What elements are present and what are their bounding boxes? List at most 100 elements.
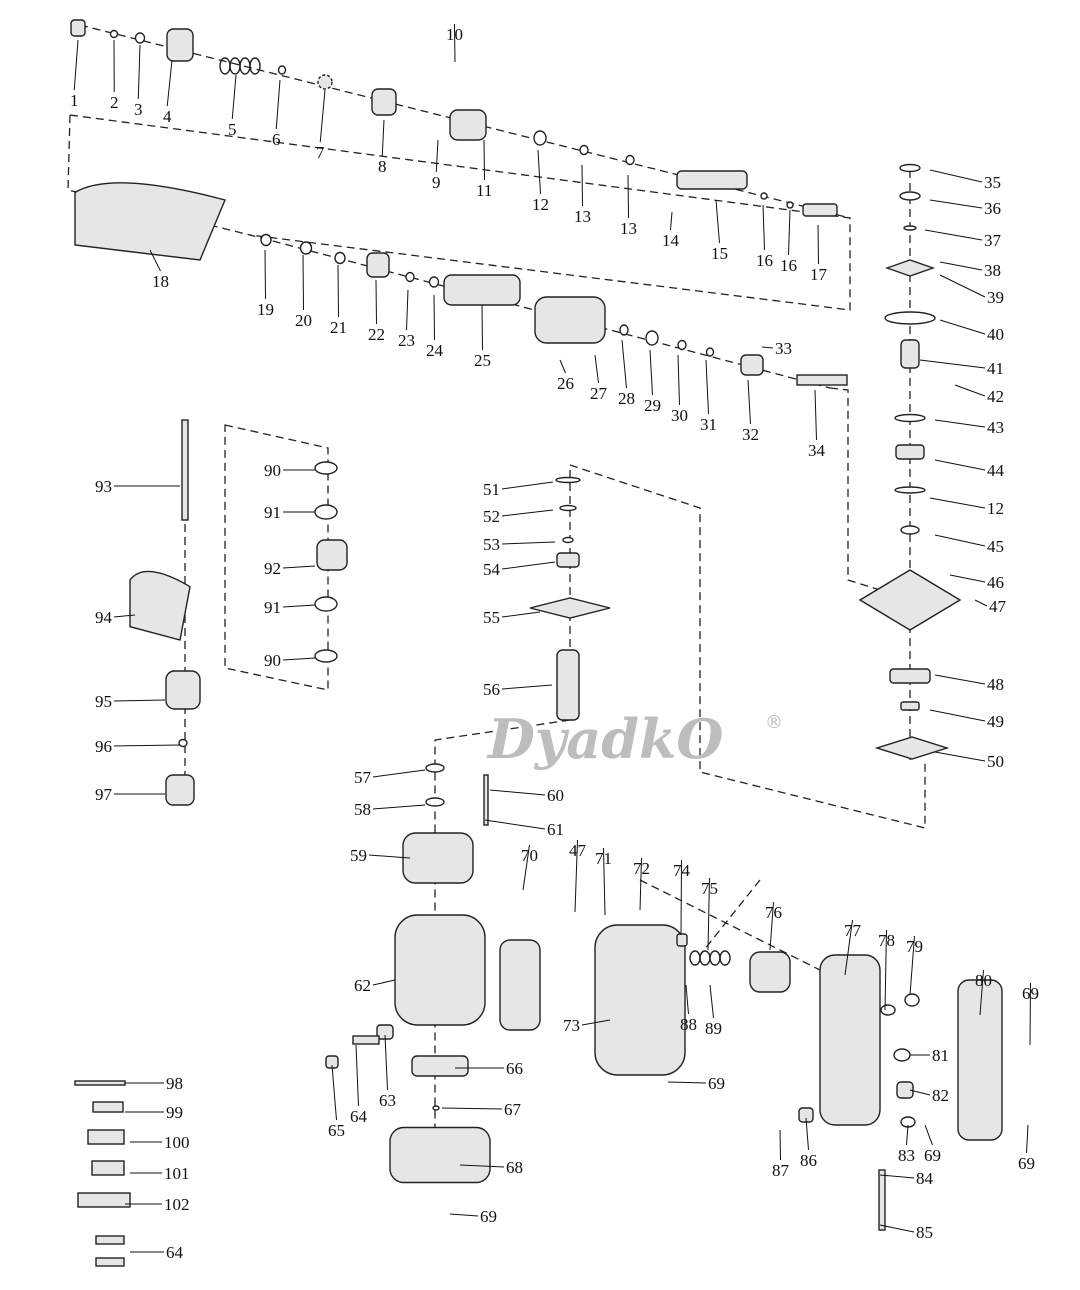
leader-line: [384, 1034, 388, 1091]
part-label-94: 94: [95, 608, 113, 627]
part-label-54: 54: [483, 560, 501, 579]
part-label-97: 97: [95, 785, 113, 804]
part-shape: [181, 419, 189, 521]
part-label-23: 23: [398, 331, 415, 350]
part-shape: [676, 933, 688, 947]
spring-coil: [719, 950, 731, 966]
part-shape: [676, 170, 748, 190]
part-shape: [74, 1080, 126, 1086]
leader-line: [603, 847, 606, 916]
leader-line: [149, 249, 161, 272]
leader-line: [302, 254, 304, 311]
leader-line: [331, 1064, 337, 1121]
part-label-71: 71: [595, 849, 612, 868]
leader-line: [715, 199, 720, 244]
leader-line: [113, 699, 166, 702]
leader-line: [670, 211, 673, 231]
leader-line: [501, 541, 556, 545]
leader-line: [649, 349, 653, 396]
part-shape: [884, 311, 936, 325]
part-label-90: 90: [264, 651, 281, 670]
part-label-28: 28: [618, 389, 635, 408]
leader-line: [381, 119, 385, 157]
leader-line: [906, 1124, 909, 1146]
spring-coil: [219, 57, 231, 75]
leader-line: [929, 709, 986, 722]
part-label-24: 24: [426, 341, 444, 360]
leader-line: [481, 304, 483, 351]
part-shape: [904, 993, 920, 1007]
leader-line: [934, 419, 986, 428]
leader-line: [934, 534, 986, 547]
part-label-18: 18: [152, 272, 169, 291]
part-label-36: 36: [984, 199, 1001, 218]
spring-coil: [229, 57, 241, 75]
part-label-81: 81: [932, 1046, 949, 1065]
part-shape: [786, 201, 794, 209]
part-shape: [165, 670, 201, 710]
part-label-52: 52: [483, 507, 500, 526]
leader-line: [264, 249, 266, 300]
leader-line: [639, 857, 642, 911]
part-shape: [625, 154, 635, 166]
part-shape: [894, 413, 926, 423]
part-shape: [534, 296, 606, 344]
part-label-88: 88: [680, 1015, 697, 1034]
leader-line: [924, 1124, 933, 1146]
leader-line: [627, 174, 629, 219]
part-label-76: 76: [765, 903, 782, 922]
leader-line: [441, 1107, 503, 1110]
spring-coil: [249, 57, 261, 75]
part-shape: [874, 736, 950, 760]
leader-line: [919, 359, 986, 369]
part-label-44: 44: [987, 461, 1005, 480]
part-label-58: 58: [354, 800, 371, 819]
part-shape: [900, 701, 920, 711]
part-shape: [705, 347, 715, 357]
leader-line: [355, 1044, 359, 1107]
part-label-21: 21: [330, 318, 347, 337]
part-label-38: 38: [984, 261, 1001, 280]
part-shape: [895, 444, 925, 460]
part-label-100: 100: [164, 1133, 190, 1152]
leader-line: [501, 561, 556, 570]
part-shape: [178, 738, 188, 748]
part-shape: [432, 1105, 440, 1111]
part-label-43: 43: [987, 418, 1004, 437]
part-shape: [645, 330, 659, 346]
leader-line: [909, 1089, 931, 1096]
part-shape: [299, 241, 313, 255]
part-shape: [957, 979, 1003, 1141]
part-label-60: 60: [547, 786, 564, 805]
part-label-96: 96: [95, 737, 112, 756]
part-label-49: 49: [987, 712, 1004, 731]
part-label-62: 62: [354, 976, 371, 995]
spring-coil: [689, 950, 701, 966]
part-label-17: 17: [810, 265, 828, 284]
part-shape: [109, 29, 119, 39]
leader-line: [954, 384, 986, 397]
part-shape: [371, 88, 397, 116]
part-shape: [129, 570, 191, 641]
leader-line: [879, 1224, 915, 1233]
watermark-registered-mark: ®: [765, 712, 783, 733]
part-label-15: 15: [711, 244, 728, 263]
leader-line: [929, 497, 986, 509]
part-shape: [334, 251, 346, 265]
leader-line: [137, 44, 141, 100]
part-label-3: 3: [134, 100, 143, 119]
part-label-64: 64: [350, 1107, 368, 1126]
spring-coil: [699, 950, 711, 966]
part-label-73: 73: [563, 1016, 580, 1035]
leader-line: [974, 599, 988, 607]
part-shape: [529, 597, 611, 619]
part-shape: [87, 1129, 125, 1145]
part-shape: [594, 924, 686, 1076]
part-shape: [880, 1004, 896, 1016]
leader-line: [372, 769, 426, 778]
leader-line: [667, 1081, 707, 1084]
part-shape: [749, 951, 791, 993]
leader-line: [372, 804, 426, 810]
part-label-45: 45: [987, 537, 1004, 556]
